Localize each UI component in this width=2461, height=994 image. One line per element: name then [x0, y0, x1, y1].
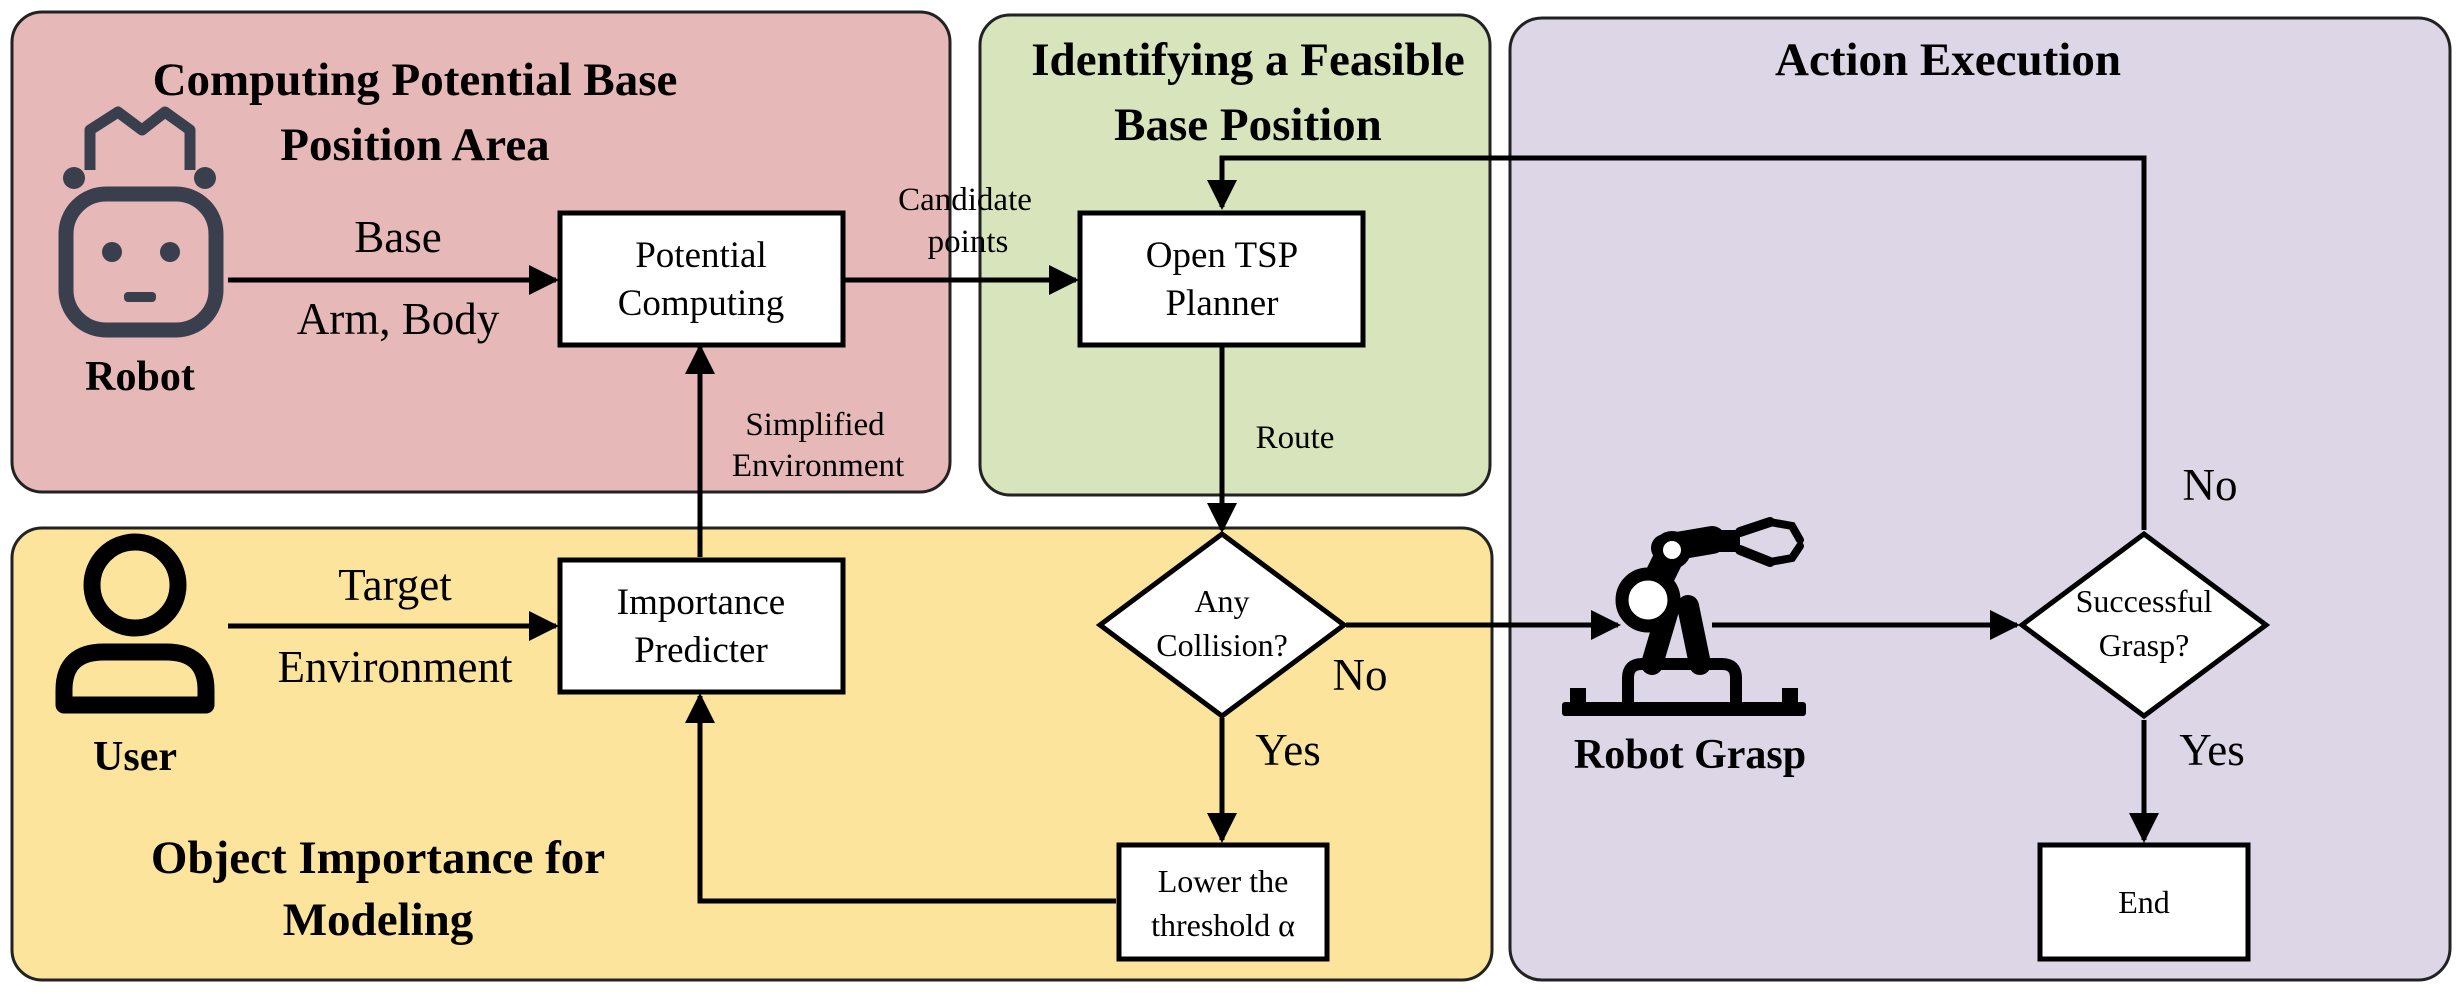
- edge-label-collision-no: No: [1333, 650, 1388, 700]
- node-end: [2037, 842, 2251, 962]
- region-feasible-title-2: Base Position: [1114, 99, 1382, 151]
- region-importance-title-1: Object Importance for: [151, 832, 605, 884]
- node-lower-line2: threshold α: [1151, 907, 1295, 943]
- edge-label-simplified-1: Simplified: [745, 407, 885, 443]
- region-base-title-1: Computing Potential Base: [153, 54, 678, 106]
- edge-label-route: Route: [1256, 420, 1335, 456]
- robot-head-icon: [58, 106, 224, 338]
- node-importance-line1: Importance: [617, 582, 785, 623]
- region-execution-title: Action Execution: [1775, 34, 2121, 86]
- edge-label-collision-yes: Yes: [1255, 725, 1320, 775]
- robot-label: Robot: [85, 354, 195, 400]
- edge-label-target: Target: [338, 560, 452, 610]
- node-end-label: End: [2118, 884, 2170, 920]
- node-successful-grasp: [2017, 530, 2271, 720]
- edge-lower-to-importance: [685, 693, 1116, 904]
- node-collision-line2: Collision?: [1156, 627, 1288, 663]
- edge-label-success-no: No: [2183, 460, 2238, 510]
- node-success-line2: Grasp?: [2099, 627, 2190, 663]
- node-collision-line1: Any: [1194, 583, 1249, 619]
- edge-success-no-to-tsp: [1207, 155, 2147, 530]
- region-base-title-2: Position Area: [280, 119, 549, 171]
- edge-label-arm-body: Arm, Body: [297, 294, 500, 344]
- region-feasible-title-1: Identifying a Feasible: [1031, 34, 1464, 86]
- robot-arm-icon: [1562, 517, 1806, 716]
- node-potential-line2: Computing: [618, 283, 785, 324]
- edge-label-success-yes: Yes: [2179, 725, 2244, 775]
- region-execution: [1508, 16, 2452, 982]
- node-lower-threshold: [1116, 842, 1330, 962]
- edge-label-candidate-2: points: [928, 224, 1009, 260]
- edge-label-base: Base: [354, 212, 441, 262]
- node-potential-computing: [557, 210, 846, 348]
- node-importance-line2: Predicter: [634, 630, 768, 671]
- node-tsp-planner: [1077, 210, 1366, 348]
- node-success-line1: Successful: [2076, 583, 2213, 619]
- node-lower-line1: Lower the: [1158, 863, 1289, 899]
- edge-label-environment: Environment: [278, 642, 513, 692]
- node-potential-line1: Potential: [635, 235, 767, 276]
- user-label: User: [93, 734, 177, 780]
- node-any-collision: [1095, 530, 1349, 720]
- edge-label-simplified-2: Environment: [732, 448, 904, 484]
- node-importance-predicter: [557, 557, 846, 695]
- node-tsp-line1: Open TSP: [1146, 235, 1298, 276]
- node-tsp-line2: Planner: [1165, 283, 1278, 324]
- robot-grasp-label: Robot Grasp: [1574, 732, 1806, 778]
- region-base-area: [10, 10, 952, 494]
- region-importance-title-2: Modeling: [283, 894, 474, 946]
- edge-label-candidate-1: Candidate: [898, 182, 1032, 218]
- user-icon: [55, 533, 215, 714]
